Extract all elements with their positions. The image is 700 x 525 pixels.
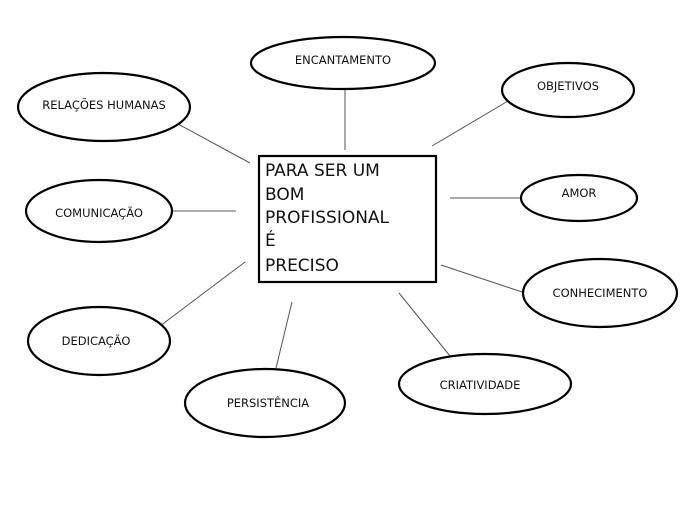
node-relacoes-humanas: RELAÇÕES HUMANAS (16, 71, 192, 143)
node-label: CRIATIVIDADE (440, 378, 521, 392)
central-line-4: É (265, 229, 276, 251)
node-ellipse (519, 173, 639, 223)
node-comunicacao: COMUNICAÇÃO (24, 178, 174, 244)
node-label: OBJETIVOS (537, 79, 599, 93)
node-label: ENCANTAMENTO (295, 53, 391, 67)
node-ellipse (521, 257, 679, 329)
node-conhecimento: CONHECIMENTO (521, 257, 679, 329)
node-label: DEDICAÇÃO (62, 333, 131, 348)
node-ellipse (183, 367, 347, 439)
connector-dedicacao (159, 261, 246, 327)
node-label: RELAÇÕES HUMANAS (42, 97, 166, 112)
connector-conhecimento (440, 264, 529, 295)
central-line-5: PRECISO (265, 256, 339, 276)
central-line-1: PARA SER UM (265, 161, 380, 181)
node-encantamento: ENCANTAMENTO (249, 35, 437, 91)
node-dedicacao: DEDICAÇÃO (26, 305, 172, 377)
node-label: CONHECIMENTO (553, 286, 648, 300)
node-ellipse (397, 352, 573, 416)
node-ellipse (500, 61, 636, 119)
node-ellipse (24, 178, 174, 244)
central-line-3: PROFISSIONAL (265, 208, 390, 228)
node-ellipse (26, 305, 172, 377)
connector-relacoes-humanas (177, 123, 251, 164)
connector-persistencia (275, 301, 293, 369)
connectors (159, 88, 529, 369)
central-box (257, 154, 438, 284)
central-line-2: BOM (265, 185, 304, 205)
connector-criatividade (398, 292, 451, 357)
node-criatividade: CRIATIVIDADE (397, 352, 573, 416)
node-ellipse (16, 71, 192, 143)
node-persistencia: PERSISTÊNCIA (183, 367, 347, 439)
node-label: AMOR (562, 186, 597, 200)
node-label: PERSISTÊNCIA (227, 395, 309, 410)
node-objetivos: OBJETIVOS (500, 61, 636, 119)
node-ellipse (249, 35, 437, 91)
node-label: COMUNICAÇÃO (55, 205, 143, 220)
node-amor: AMOR (519, 173, 639, 223)
connector-objetivos (431, 100, 509, 147)
central-concept: PARA SER UM BOM PROFISSIONAL É PRECISO (257, 154, 438, 284)
